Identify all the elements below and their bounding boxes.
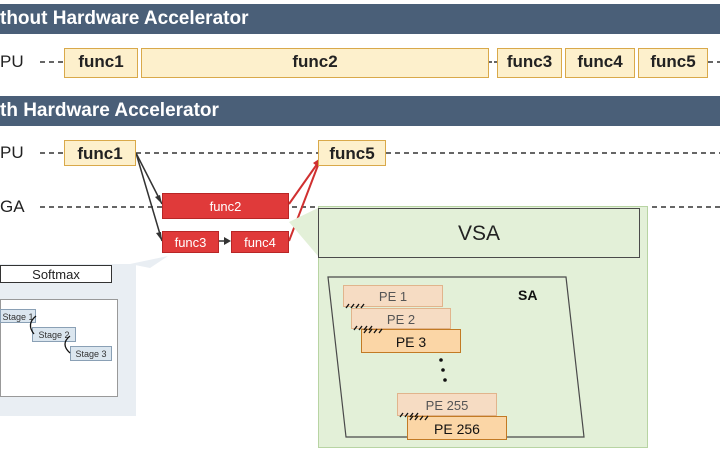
lane-label-cpu-top: PU: [0, 52, 24, 71]
callout-pointer-vsa: [289, 208, 318, 256]
pe-3: PE 3: [361, 329, 461, 353]
func1-block-bottom: func1: [64, 140, 136, 166]
pe-2: PE 2: [351, 308, 451, 329]
section-header-with-accelerator: th Hardware Accelerator: [0, 96, 720, 126]
callout-pointer-softmax: [130, 256, 168, 268]
sa-label: SA: [518, 287, 538, 303]
pe-1: PE 1: [343, 285, 443, 307]
func4-block-top: func4: [565, 48, 635, 78]
func4-accelerator-block: func4: [231, 231, 289, 253]
section-header-without-accelerator: thout Hardware Accelerator: [0, 4, 720, 34]
arrow-func1-func3: [135, 152, 163, 242]
lane-label-cpu-bottom: PU: [0, 143, 24, 162]
softmax-stage-3: Stage 3: [70, 346, 112, 361]
func5-block-top: func5: [638, 48, 708, 78]
pe-256: PE 256: [407, 416, 507, 440]
vsa-block: VSA: [318, 208, 640, 258]
func5-block-bottom: func5: [318, 140, 386, 166]
func3-accelerator-block: func3: [162, 231, 219, 253]
pe-255: PE 255: [397, 393, 497, 416]
arrowhead: [224, 237, 231, 245]
lane-label-fpga: GA: [0, 197, 25, 216]
arrowhead: [156, 232, 162, 241]
arrow-func2-func5: [288, 159, 321, 205]
func3-block-top: func3: [497, 48, 562, 78]
func2-block-top: func2: [141, 48, 489, 78]
arrowhead: [155, 195, 162, 204]
softmax-stage-2: Stage 2: [32, 327, 76, 342]
arrow-func1-func2: [135, 152, 163, 205]
softmax-title-box: Softmax: [0, 265, 112, 283]
softmax-stage-1: Stage 1: [0, 309, 36, 323]
func2-accelerator-block: func2: [162, 193, 289, 219]
func1-block-top: func1: [64, 48, 138, 78]
